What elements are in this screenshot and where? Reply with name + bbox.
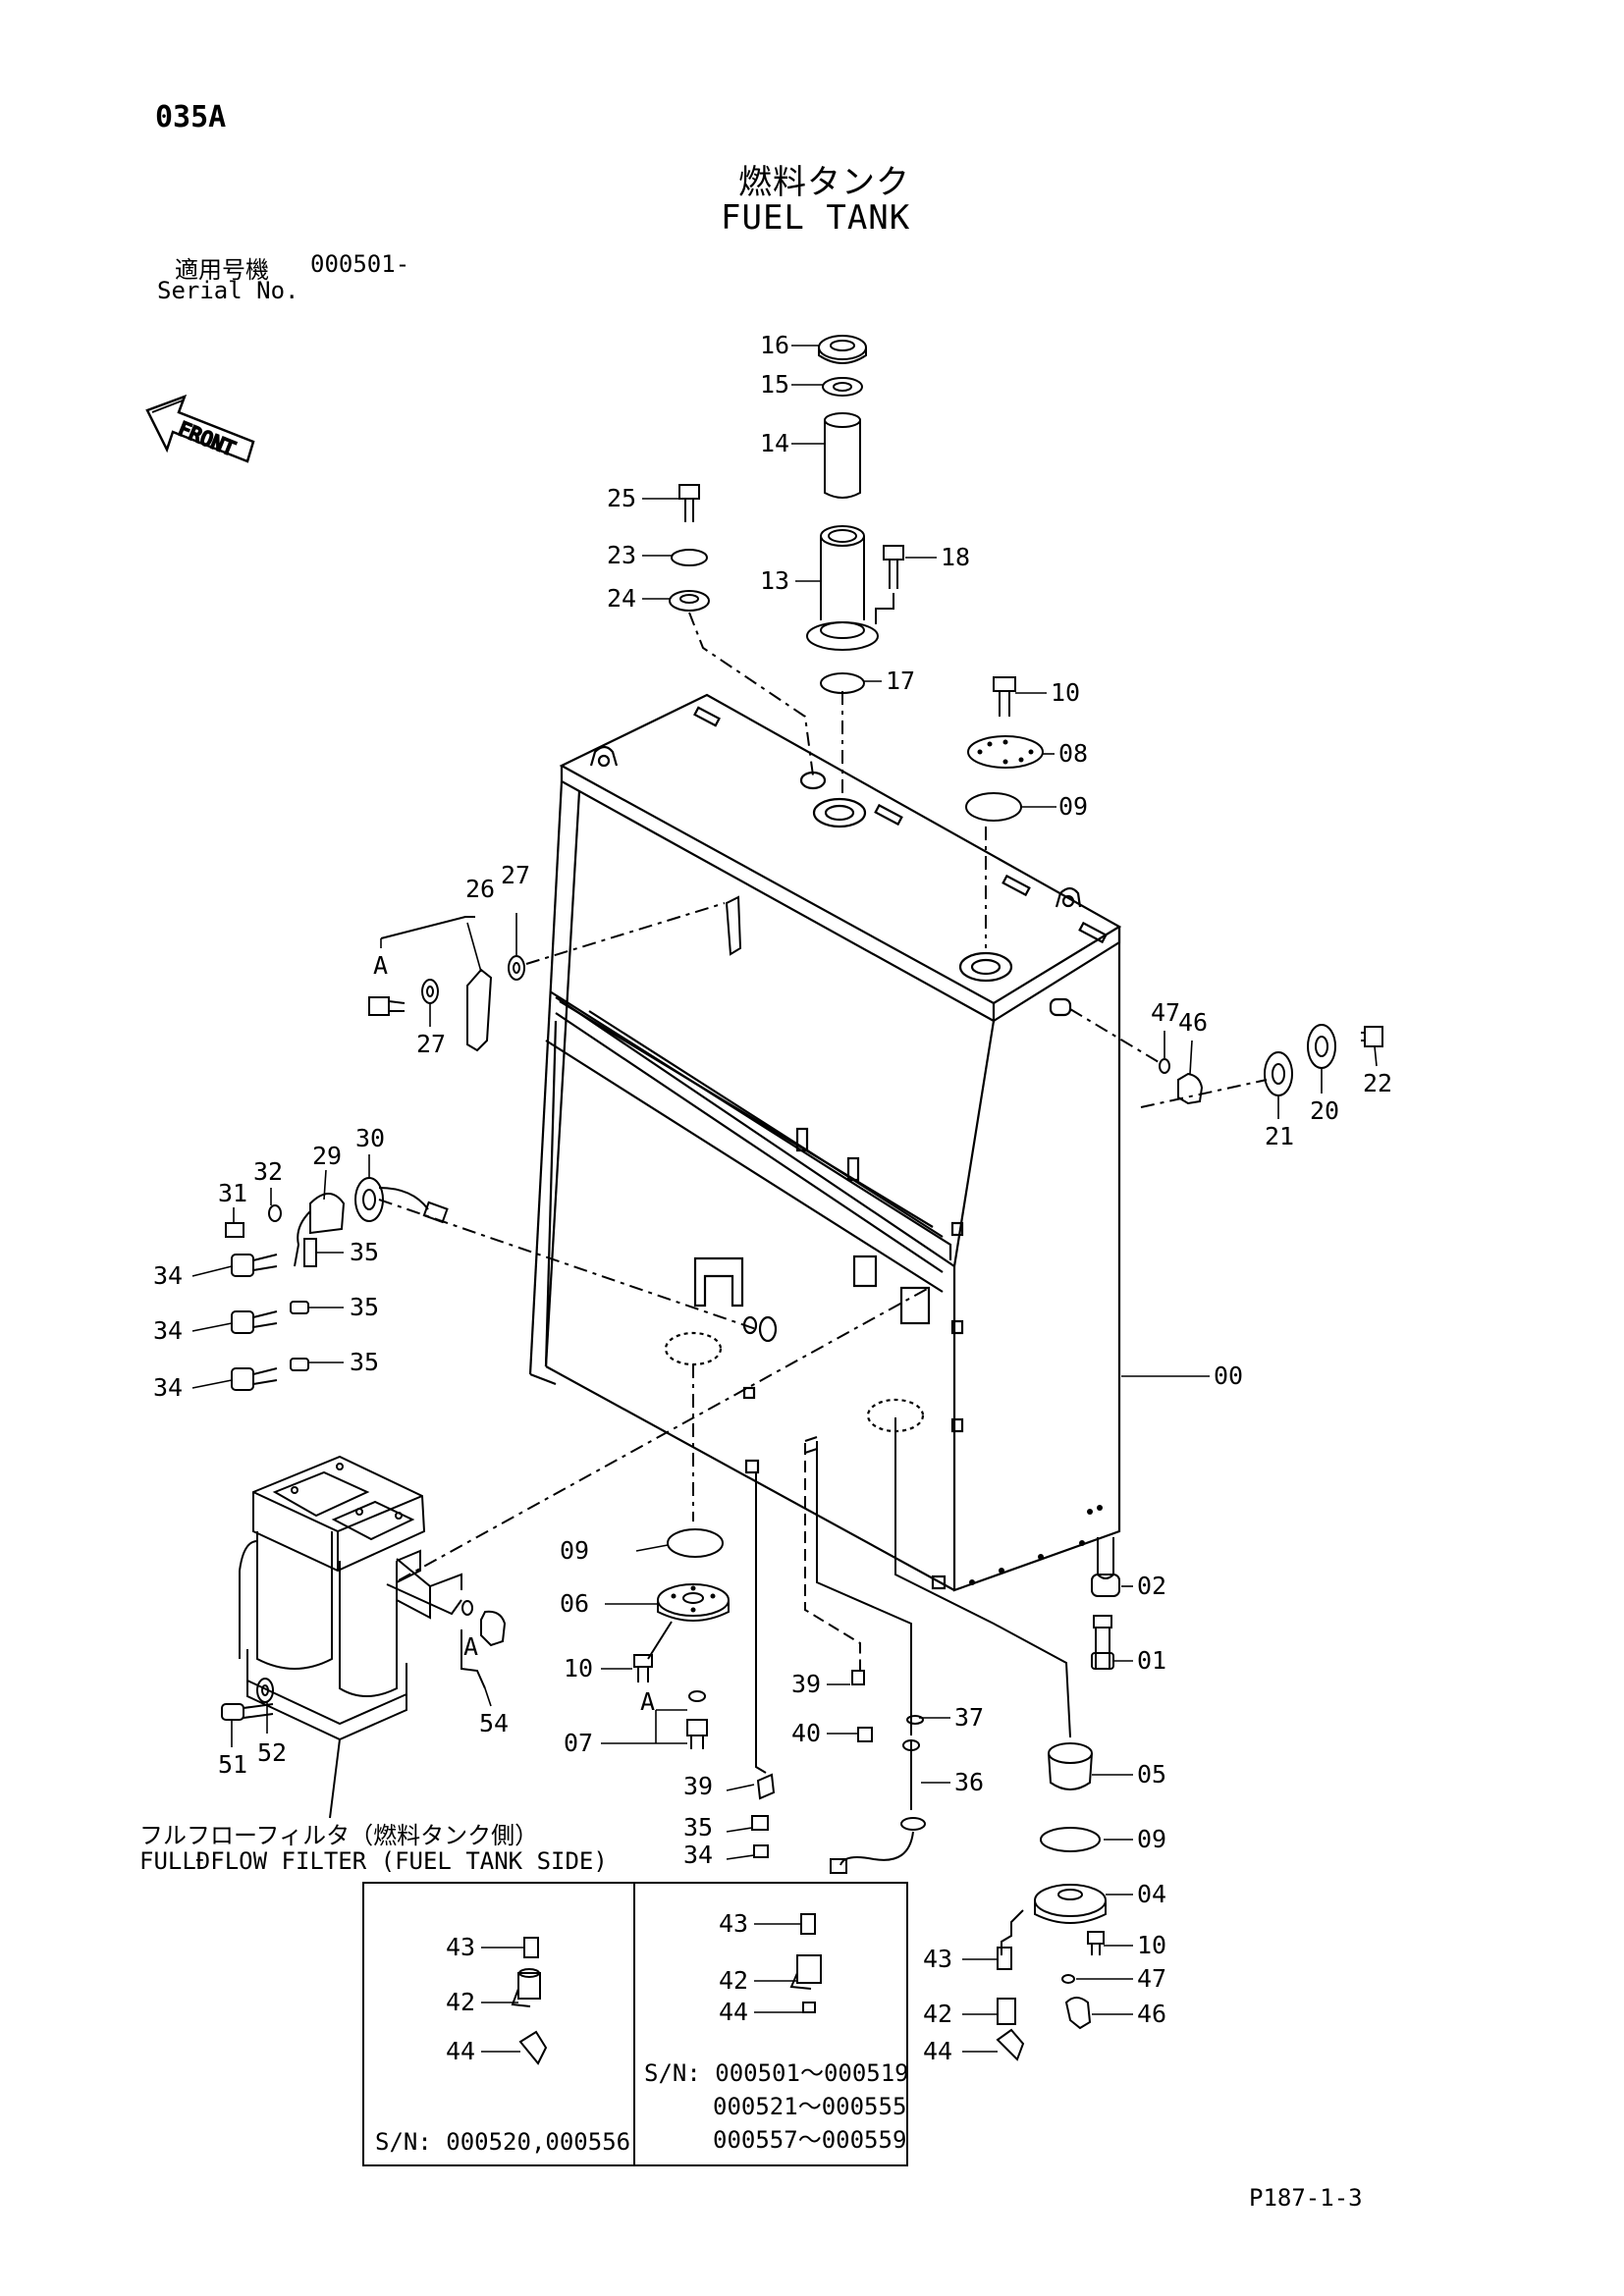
- part-label: 46: [1137, 2000, 1166, 2028]
- part-label: 27: [416, 1030, 446, 1058]
- inset-right-sn: S/N: 000501～000519: [644, 2059, 909, 2087]
- part-label: 44: [923, 2037, 952, 2065]
- part-label: 39: [791, 1670, 821, 1698]
- part-label: 42: [923, 2000, 952, 2028]
- part-label: 10: [1137, 1931, 1166, 1959]
- part-label: 09: [560, 1536, 589, 1565]
- part-label: 43: [923, 1945, 952, 1973]
- part-label: 35: [350, 1348, 379, 1376]
- part-label: 34: [153, 1373, 183, 1402]
- part-label: 32: [253, 1157, 283, 1186]
- part-label: 30: [355, 1124, 385, 1152]
- part-label: 14: [760, 429, 789, 457]
- part-label: 47: [1137, 1964, 1166, 1993]
- filter-caption-en: FULLÐFLOW FILTER (FUEL TANK SIDE): [139, 1847, 608, 1875]
- inset-left-sn: S/N: 000520,000556: [375, 2128, 630, 2156]
- inset-right-sn: 000521～000555: [713, 2093, 906, 2120]
- full-flow-filter: [221, 1287, 930, 1819]
- part-label: 26: [465, 875, 495, 903]
- part-label: 23: [607, 541, 636, 569]
- part-label: 34: [683, 1841, 713, 1869]
- drain-fitting-right: [1069, 1008, 1383, 1108]
- serial-en: Serial No.: [157, 277, 299, 304]
- part-label: 09: [1058, 792, 1088, 821]
- level-gauge-left: [225, 1177, 757, 1391]
- ref-label-a: A: [640, 1687, 655, 1716]
- title-en: FUEL TANK: [721, 198, 911, 238]
- ref-label-a: A: [373, 951, 388, 980]
- front-arrow-icon: FRONT: [145, 394, 255, 463]
- bottom-cover-parts: [633, 1364, 730, 1749]
- part-label: 02: [1137, 1572, 1166, 1600]
- level-sensor: [751, 1436, 926, 1874]
- part-label: 37: [954, 1703, 984, 1732]
- part-label: 09: [1137, 1825, 1166, 1853]
- part-label: 24: [607, 584, 636, 613]
- serial-value: 000501-: [310, 250, 410, 278]
- part-label: 47: [1151, 998, 1180, 1027]
- part-label: 42: [446, 1988, 475, 2016]
- inspection-cover: [965, 676, 1044, 948]
- part-label: 22: [1363, 1069, 1392, 1097]
- part-label: 46: [1178, 1008, 1208, 1037]
- part-label: 04: [1137, 1880, 1166, 1908]
- part-label: 44: [719, 1998, 748, 2026]
- part-label: 17: [886, 667, 915, 695]
- part-label: 06: [560, 1589, 589, 1618]
- inset-box: [362, 1882, 908, 2166]
- part-label: 18: [941, 543, 970, 571]
- page-footer: P187-1-3: [1249, 2184, 1363, 2212]
- part-label: 52: [257, 1738, 287, 1767]
- part-label: 21: [1265, 1122, 1294, 1150]
- part-label: 34: [153, 1261, 183, 1290]
- filler-assembly: [669, 335, 904, 797]
- fuel-tank-body: [528, 693, 1122, 1592]
- part-label: 40: [791, 1719, 821, 1747]
- part-label: 54: [479, 1709, 509, 1737]
- part-label: 36: [954, 1768, 984, 1796]
- page-code: 035A: [155, 100, 227, 134]
- part-label: 35: [350, 1293, 379, 1321]
- part-label: 13: [760, 566, 789, 595]
- part-label: 44: [446, 2037, 475, 2065]
- part-label: 35: [683, 1813, 713, 1842]
- part-label: 39: [683, 1772, 713, 1800]
- title-jp: 燃料タンク: [738, 163, 910, 202]
- part-label: 25: [607, 484, 636, 512]
- part-label: 01: [1137, 1646, 1166, 1675]
- ref-label-a: A: [463, 1632, 478, 1661]
- leader-lines: [191, 345, 1378, 2053]
- part-label: 00: [1214, 1362, 1243, 1390]
- part-label: 10: [564, 1654, 593, 1682]
- serial-jp: 適用号機: [175, 256, 269, 284]
- drain-valve-assembly: [894, 1417, 1120, 2061]
- part-label: 10: [1051, 678, 1080, 707]
- part-label: 05: [1137, 1760, 1166, 1789]
- part-label: 31: [218, 1179, 247, 1207]
- part-label: 15: [760, 370, 789, 399]
- part-label: 20: [1310, 1096, 1339, 1125]
- part-label: 42: [719, 1966, 748, 1995]
- part-label: 43: [719, 1909, 748, 1938]
- filter-caption-jp: フルフローフィルタ（燃料タンク側）: [139, 1822, 539, 1849]
- part-label: 07: [564, 1729, 593, 1757]
- part-label: 29: [312, 1142, 342, 1170]
- part-labels: 16 15 14 25 23 24 13 18 17 10 08 09 26 2…: [153, 331, 1392, 2156]
- part-label: 51: [218, 1750, 247, 1779]
- part-label: 08: [1058, 739, 1088, 768]
- part-label: 43: [446, 1933, 475, 1961]
- part-label: 34: [153, 1316, 183, 1345]
- part-label: 16: [760, 331, 789, 359]
- part-label: 35: [350, 1238, 379, 1266]
- inset-right-sn: 000557～000559: [713, 2126, 906, 2154]
- part-label: 27: [501, 861, 530, 889]
